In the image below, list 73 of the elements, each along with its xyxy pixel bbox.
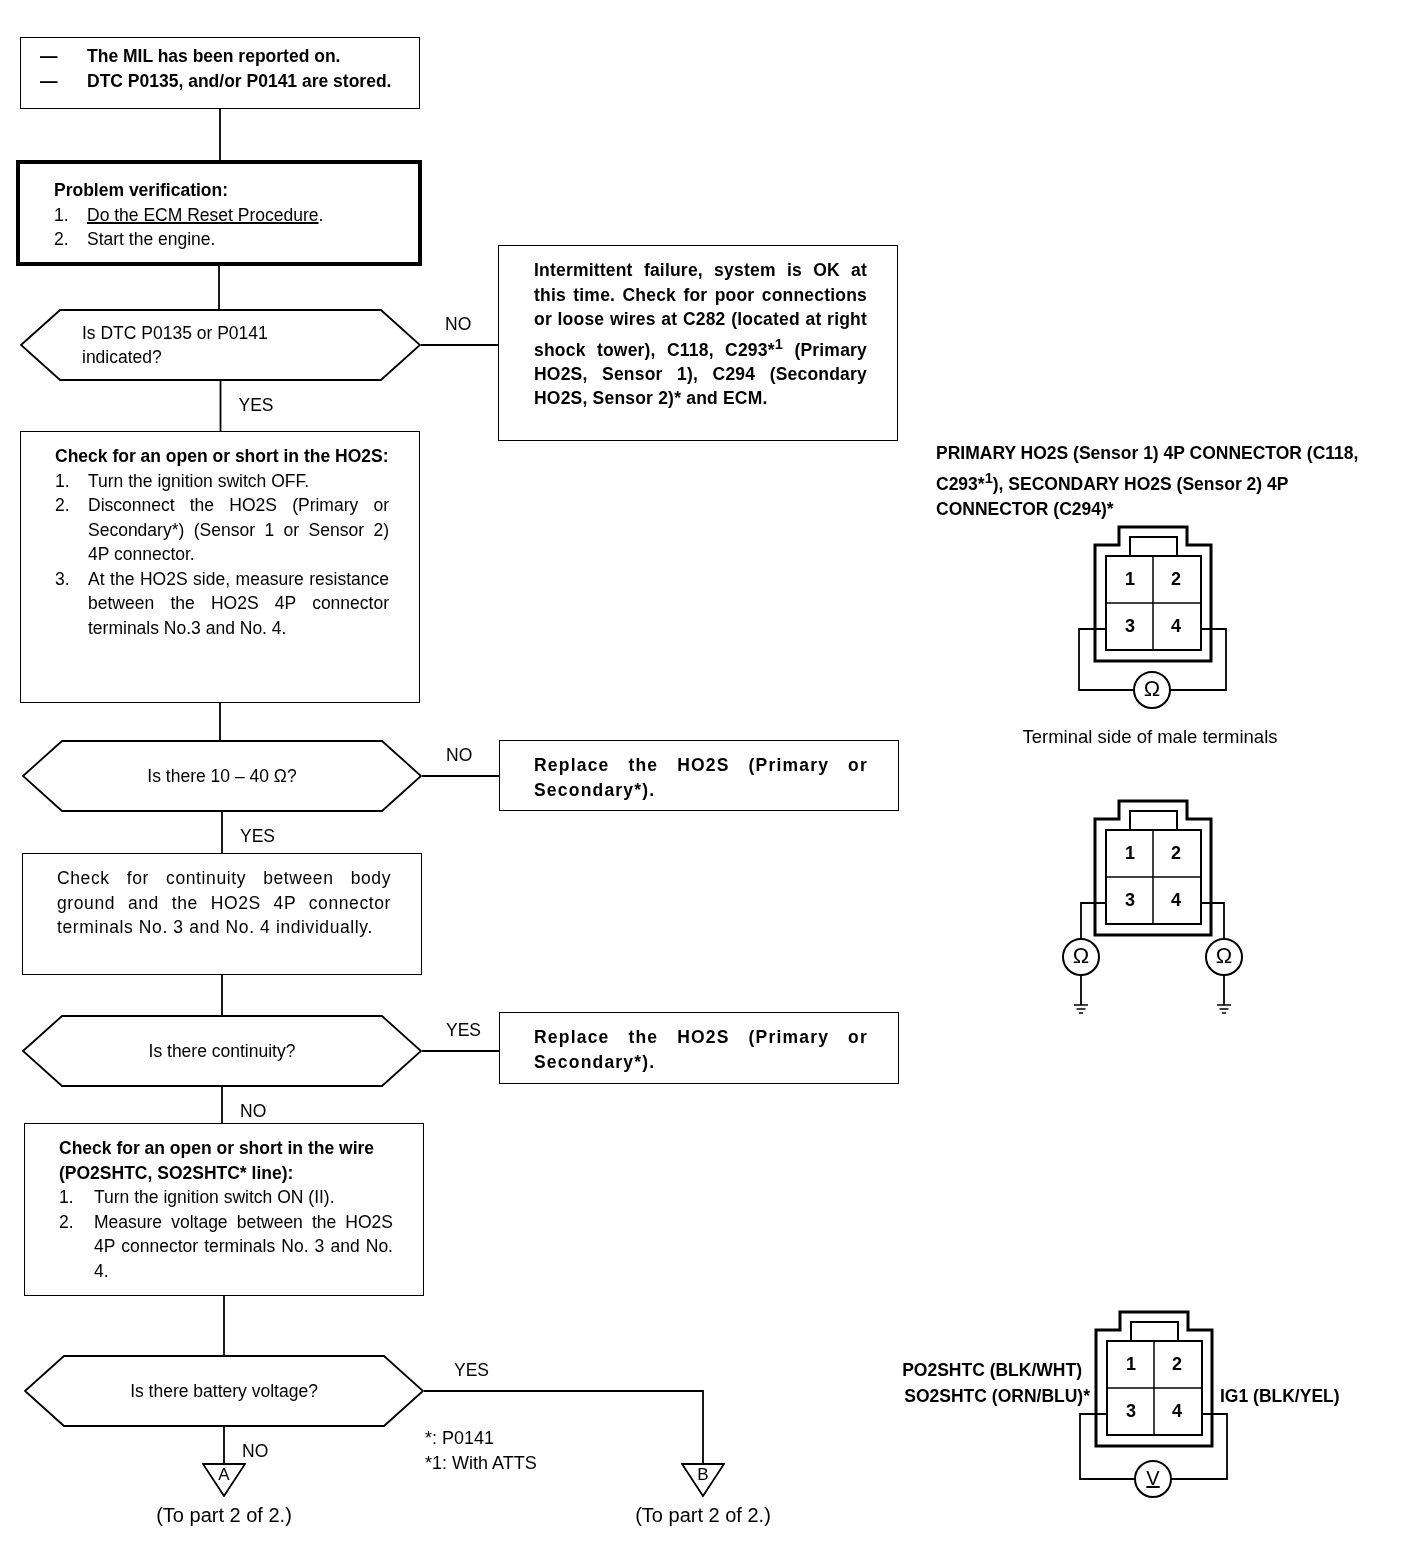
wire-label: PO2SHTC (BLK/WHT): [902, 1359, 1082, 1381]
footnote: *1: With ATTS: [425, 1452, 537, 1474]
off-page-connector-triangle: A: [202, 1463, 246, 1497]
connector-line: [420, 344, 499, 346]
meter-symbol-label: V: [1146, 1466, 1160, 1490]
process-box: [22, 853, 422, 975]
list-item: 1. Do the ECM Reset Procedure.: [54, 203, 325, 227]
list-item: 1. Turn the ignition switch ON (II).: [59, 1186, 336, 1209]
decision-hexagon: [22, 1015, 422, 1087]
view-caption: Terminal side of male terminals: [1022, 726, 1278, 748]
list-item: 2. Start the engine.: [54, 228, 217, 251]
connector-line: [218, 265, 220, 310]
process-box: [24, 1123, 424, 1296]
list-item: 3. At the HO2S side, measure resistance between the HO2S 4P connector terminals No.3 and No. 4.: [55, 567, 389, 640]
pin-number: 1: [1125, 568, 1135, 590]
pin-number: 2: [1171, 568, 1181, 590]
wire-label: SO2SHTC (ORN/BLU)*: [904, 1385, 1090, 1407]
list-item: 2. Measure voltage between the HO2S 4P connector terminals No. 3 and No. 4.: [59, 1210, 393, 1283]
connector-line: [219, 108, 221, 161]
connector-line: [223, 1426, 225, 1464]
step-text: Intermittent failure, system is OK at this time. Check for poor connections or loose wires at C282 (located at right shock tower), C118, C293*$^{1}$ (Primary HO2S, Sensor 1), C294 (Secondary HO2S, Sensor 2)* and ECM.: [534, 259, 867, 411]
meter-symbol-label: Ω: [1215, 943, 1233, 969]
process-box: [498, 245, 898, 441]
connector-line: [219, 380, 222, 432]
off-page-connector-triangle: B: [681, 1463, 725, 1497]
heading-text: Check for an open or short in the wire (PO2SHTC, SO2SHTC* line):: [59, 1137, 376, 1185]
connector-line: [421, 1050, 500, 1052]
pin-number: 4: [1171, 889, 1181, 911]
process-box: [20, 37, 420, 109]
connector-line: [421, 775, 500, 777]
connector-line: [221, 1086, 223, 1124]
wire-label: IG1 (BLK/YEL): [1220, 1385, 1340, 1407]
list-item: 2. Disconnect the HO2S (Primary or Secondary*) (Sensor 1 or Sensor 2) 4P connector.: [55, 494, 389, 566]
footnote: *: P0141: [425, 1427, 495, 1449]
reference-note: (To part 2 of 2.): [635, 1503, 771, 1527]
step-text: Replace the HO2S (Primary or Secondary*).: [534, 1026, 868, 1074]
question-text: Is there battery voltage?: [130, 1379, 318, 1403]
list-item: 1. Turn the ignition switch OFF.: [55, 469, 311, 493]
heading-text: Problem verification:: [54, 179, 230, 202]
pin-number: 2: [1171, 842, 1181, 864]
pin-number: 4: [1171, 615, 1181, 637]
connector-line: [219, 702, 221, 741]
pin-number: 2: [1172, 1353, 1182, 1375]
pin-number: 1: [1126, 1353, 1136, 1375]
process-box: [499, 740, 899, 811]
decision-hexagon: [22, 740, 422, 812]
list-item: — The MIL has been reported on.: [40, 45, 342, 68]
question-text: Is there continuity?: [148, 1039, 296, 1063]
question-text: Is there 10 – 40 Ω?: [147, 764, 297, 788]
connector-line: [221, 811, 223, 854]
connector-heading: PRIMARY HO2S (Sensor 1) 4P CONNECTOR (C118, C293*$^{1}$), SECONDARY HO2S (Sensor 2) 4P CONNECTOR (C294)*: [936, 442, 1360, 521]
connector-line: [221, 974, 223, 1016]
pin-number: 3: [1125, 615, 1135, 637]
step-text: Check for continuity between body ground and the HO2S 4P connector terminals No. 3 and No. 4 individually.: [57, 867, 391, 939]
link: Do the ECM Reset Procedure: [87, 204, 319, 225]
pin-number: 1: [1125, 842, 1135, 864]
verification-box: [16, 160, 422, 266]
meter-symbol-label: Ω: [1072, 943, 1090, 969]
process-box: [20, 431, 420, 703]
pin-number: 4: [1172, 1400, 1182, 1422]
step-text: Replace the HO2S (Primary or Secondary*).: [534, 754, 868, 802]
connector-line: [423, 1390, 704, 1464]
heading-text: Check for an open or short in the HO2S:: [55, 445, 389, 468]
pin-number: 3: [1125, 889, 1135, 911]
connector-line: [223, 1295, 225, 1356]
decision-hexagon: [24, 1355, 424, 1427]
pin-number: 3: [1126, 1400, 1136, 1422]
decision-hexagon: [20, 309, 421, 381]
meter-symbol-label: Ω: [1143, 676, 1161, 702]
process-box: [499, 1012, 899, 1084]
question-text: Is DTC P0135 or P0141 indicated?: [82, 321, 269, 369]
reference-note: (To part 2 of 2.): [156, 1503, 292, 1527]
list-item: — DTC P0135, and/or P0141 are stored.: [40, 69, 393, 93]
